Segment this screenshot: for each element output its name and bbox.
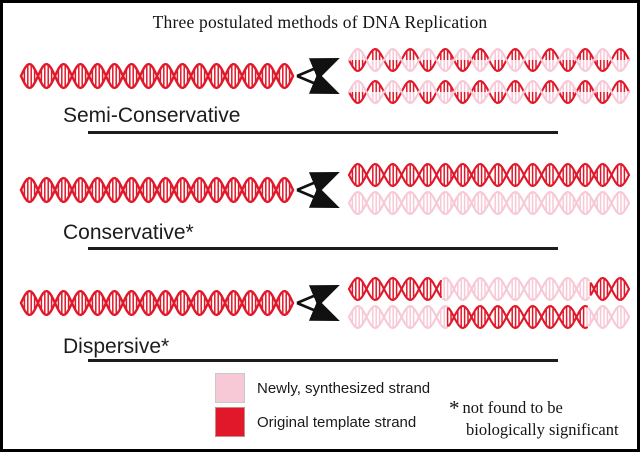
footnote-text-2: biologically significant	[466, 420, 619, 439]
divider-line	[88, 131, 558, 134]
method-label-semi-conservative: Semi-Conservative	[63, 104, 241, 127]
legend-item-template-strand: Original template strand	[215, 406, 430, 438]
footnote: *not found to be biologically significan…	[449, 397, 619, 440]
asterisk-symbol: *	[449, 396, 460, 420]
product-dna-helix-conservative-2	[347, 190, 631, 216]
original-dna-helix-semi	[19, 62, 295, 90]
product-dna-helix-dispersive-2	[347, 304, 631, 330]
product-dna-helix-conservative-1	[347, 162, 631, 188]
footnote-text-1: not found to be	[462, 398, 563, 417]
divider-line	[88, 359, 558, 362]
original-dna-helix-dispersive	[19, 289, 295, 317]
product-dna-helix-semi-2	[347, 79, 631, 105]
legend-label-template-strand: Original template strand	[257, 413, 417, 431]
replication-fork-arrows-icon	[296, 57, 340, 95]
product-dna-helix-dispersive-1	[347, 276, 631, 302]
method-label-dispersive: Dispersive*	[63, 335, 170, 358]
footnote-line-1: *not found to be	[449, 397, 619, 419]
product-dna-helix-semi-1	[347, 47, 631, 73]
diagram-title: Three postulated methods of DNA Replicat…	[152, 12, 488, 32]
method-label-conservative: Conservative*	[63, 221, 194, 244]
replication-fork-arrows-icon	[296, 284, 340, 322]
divider-line	[88, 247, 558, 250]
legend-swatch-template-strand	[215, 407, 245, 437]
legend-item-new-strand: Newly, synthesized strand	[215, 372, 430, 404]
legend: Newly, synthesized strand Original templ…	[215, 372, 430, 438]
legend-label-new-strand: Newly, synthesized strand	[257, 379, 431, 397]
replication-fork-arrows-icon	[296, 171, 340, 209]
legend-swatch-new-strand	[215, 373, 245, 403]
original-dna-helix-conservative	[19, 176, 295, 204]
